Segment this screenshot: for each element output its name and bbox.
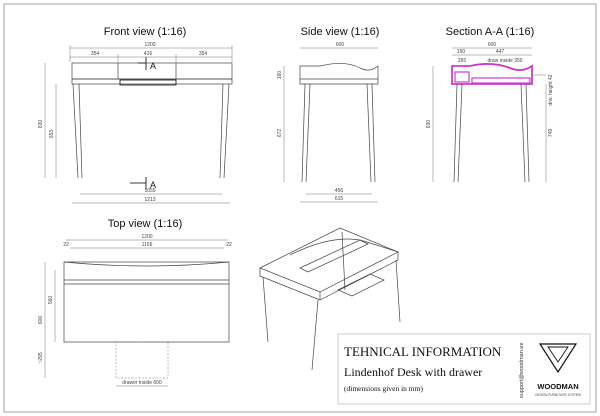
- section-mark-bottom: A: [150, 180, 156, 190]
- info-product: Lindenhof Desk with drawer: [344, 365, 482, 379]
- logo-brand: WOODMAN: [537, 382, 578, 391]
- section-mark-top: A: [150, 61, 156, 71]
- front-view-title: Front view (1:16): [104, 26, 187, 38]
- section-dim-749: 749: [548, 129, 554, 138]
- section-dim-830: 830: [426, 120, 432, 129]
- isometric-view: [259, 227, 401, 371]
- front-dim-653: 653: [49, 130, 55, 139]
- front-dim-354-right: 354: [199, 51, 208, 57]
- section-dim-447: 447: [496, 49, 505, 55]
- info-note: (dimensions given in mm): [344, 384, 423, 393]
- logo-tagline: DESIGN FURNITURE SYSTEM: [535, 393, 581, 397]
- woodman-logo: WOODMAN DESIGN FURNITURE SYSTEM: [535, 343, 581, 397]
- section-view-title: Section A-A (1:16): [446, 26, 535, 38]
- side-dim-600: 600: [336, 42, 345, 48]
- section-dim-150: 150: [457, 49, 466, 55]
- front-dim-1213: 1213: [144, 197, 155, 203]
- top-dim-drawer-inside: drawer inside 600: [122, 380, 162, 386]
- section-view: Section A-A (1:16) 600 150 447 265 draw …: [426, 26, 554, 183]
- top-view: Top view (1:16) 1200 1156 22 22 600 560 …: [38, 218, 232, 387]
- top-dim-22-right: 22: [226, 242, 232, 248]
- front-dim-1200: 1200: [144, 42, 155, 48]
- side-view-title: Side view (1:16): [301, 26, 380, 38]
- section-dim-draw-inside: draw inside 350: [487, 58, 522, 64]
- side-dim-160: 160: [277, 71, 283, 80]
- sheet-border: [3, 3, 597, 413]
- section-dim-265: 265: [458, 58, 467, 64]
- info-contact: support@woodman.ee: [519, 343, 525, 398]
- front-view: Front view (1:16) 1200 354 416 354 A 830…: [38, 26, 233, 204]
- top-dim-600: 600: [38, 316, 44, 325]
- front-dim-354-left: 354: [91, 51, 100, 57]
- side-view: Side view (1:16) 600 160 672 456 615: [277, 26, 380, 203]
- side-dim-672: 672: [277, 129, 283, 138]
- info-block: TEHNICAL INFORMATION Lindenhof Desk with…: [337, 333, 591, 405]
- front-dim-416: 416: [144, 51, 153, 57]
- top-view-title: Top view (1:16): [108, 218, 183, 230]
- side-dim-615: 615: [335, 196, 344, 202]
- top-dim-22-left: 22: [63, 242, 69, 248]
- top-dim-560: 560: [48, 296, 54, 305]
- section-highlight: [451, 63, 533, 85]
- section-dim-600: 600: [488, 42, 497, 48]
- front-dim-1055: 1055: [144, 188, 155, 194]
- section-dim-drw-height: drw. height 42: [548, 74, 554, 105]
- side-dim-456: 456: [335, 188, 344, 194]
- top-dim-295: ~295: [38, 352, 44, 363]
- info-heading: TEHNICAL INFORMATION: [344, 344, 502, 359]
- top-dim-1156: 1156: [142, 242, 153, 248]
- front-dim-830: 830: [38, 120, 44, 129]
- top-dim-1200: 1200: [141, 234, 152, 240]
